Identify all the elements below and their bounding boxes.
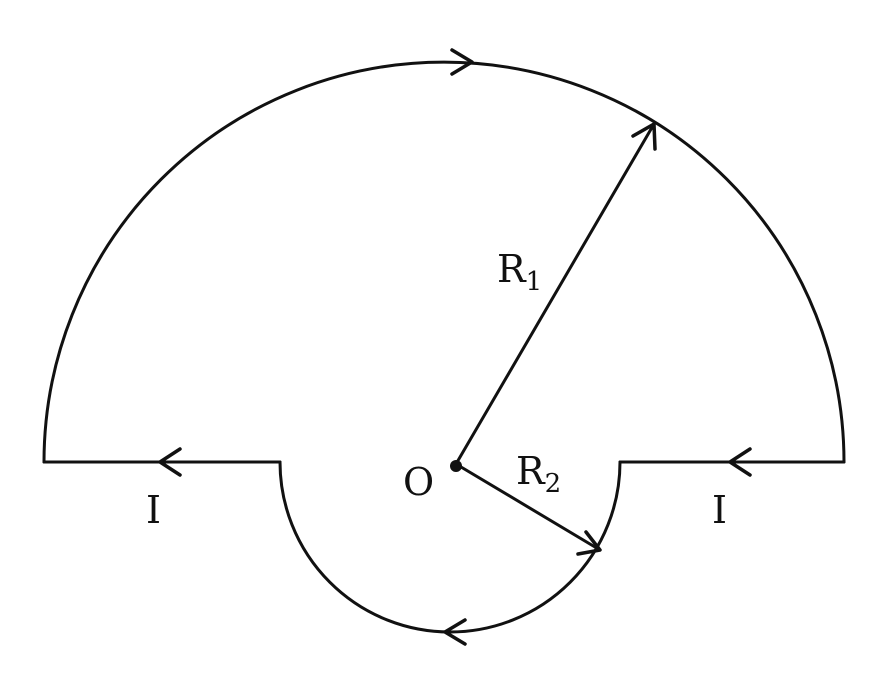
- outer-radius-label-sub: 1: [526, 267, 543, 297]
- outer-radius-label-main: R: [497, 247, 527, 291]
- center-label: O: [403, 460, 434, 504]
- inner-arc-arrow-icon: [443, 618, 467, 646]
- outer-arc-wire: [42, 60, 846, 464]
- radius-r2-arrowhead-icon: [576, 530, 602, 556]
- outer-arc-arrow-icon: [450, 48, 474, 76]
- inner-radius-label-sub: 2: [545, 469, 562, 499]
- inner-radius-label: R2: [516, 449, 561, 499]
- radius-r2-line: [454, 462, 602, 552]
- left-segment-arrow-icon: [158, 447, 182, 477]
- current-left-label: I: [146, 488, 161, 532]
- inner-arc-wire: [278, 460, 622, 634]
- outer-radius-label: R1: [497, 247, 542, 297]
- radius-r1-arrowhead-icon: [631, 122, 657, 151]
- current-right-label: I: [712, 488, 727, 532]
- center-point: [450, 460, 462, 472]
- radius-r1-line: [454, 122, 656, 466]
- right-segment-arrow-icon: [728, 447, 752, 477]
- inner-radius-label-main: R: [516, 449, 546, 493]
